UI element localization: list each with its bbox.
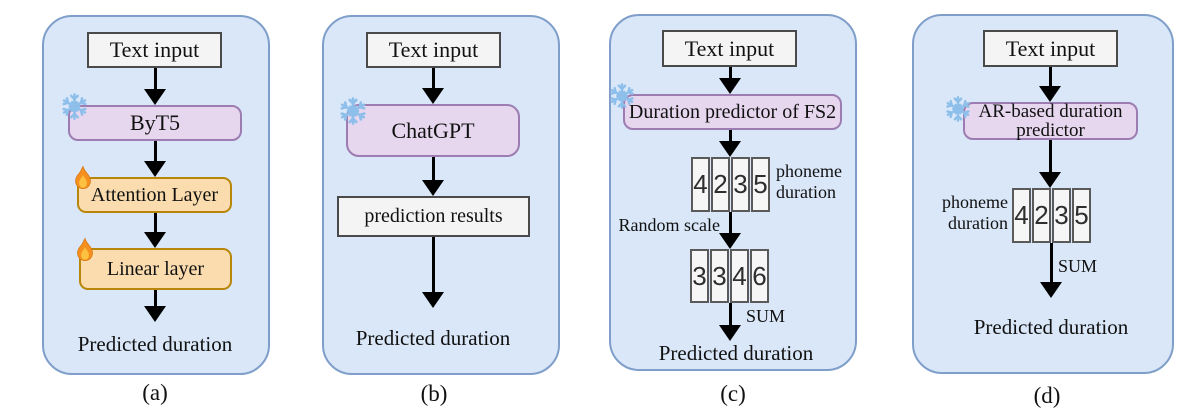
duration-cell: 2 — [1032, 188, 1051, 243]
phoneme-duration-cells: 4 2 3 5 — [1012, 188, 1091, 243]
arrow-down-icon — [143, 213, 167, 248]
duration-cell: 5 — [1072, 188, 1091, 243]
arrow-down-icon — [143, 68, 167, 105]
linear-layer-box: Linear layer — [79, 248, 232, 290]
duration-cell: 4 — [730, 249, 749, 303]
text-input-box-a: Text input — [87, 32, 222, 68]
predicted-duration-label: Predicted duration — [355, 326, 511, 350]
flame-icon — [77, 238, 93, 262]
snowflake-icon — [338, 96, 368, 126]
fs2-duration-predictor-box: Duration predictor of FS2 — [623, 94, 842, 130]
arrow-down-icon — [718, 67, 742, 94]
panel-caption-b: (b) — [420, 381, 448, 406]
panel-caption-a: (a) — [142, 380, 168, 405]
prediction-results-label: prediction results — [364, 205, 503, 227]
duration-cell: 4 — [1012, 188, 1031, 243]
phoneme-duration-cells: 4 2 3 5 — [691, 157, 770, 212]
arrow-down-icon — [718, 212, 742, 249]
predicted-duration-label: Predicted duration — [658, 341, 814, 365]
chatgpt-box: ChatGPT — [346, 104, 520, 157]
fs2-duration-predictor-label: Duration predictor of FS2 — [628, 100, 837, 123]
prediction-results-box: prediction results — [337, 196, 530, 237]
arrow-down-icon — [718, 303, 742, 341]
scaled-duration-cells: 3 3 4 6 — [690, 249, 769, 303]
arrow-down-icon — [421, 157, 445, 196]
duration-cell: 6 — [750, 249, 769, 303]
text-input-label: Text input — [1005, 35, 1096, 61]
arrow-down-icon — [143, 290, 167, 322]
ar-duration-predictor-label-line2: predictor — [1016, 120, 1085, 141]
phoneme-duration-label: phoneme duration — [942, 192, 1008, 233]
duration-cell: 3 — [690, 249, 709, 303]
snowflake-icon — [60, 92, 89, 121]
text-input-box-c: Text input — [662, 30, 797, 67]
text-input-label: Text input — [109, 37, 200, 63]
arrow-down-icon — [1038, 140, 1062, 188]
sum-label: SUM — [746, 306, 786, 326]
snowflake-icon — [944, 95, 972, 123]
flame-icon — [75, 166, 91, 190]
arrow-down-icon — [421, 237, 445, 308]
predicted-duration-label: Predicted duration — [77, 332, 233, 356]
arrow-down-icon — [1038, 67, 1062, 102]
duration-cell: 3 — [1052, 188, 1071, 243]
panel-caption-d: (d) — [1033, 383, 1061, 408]
panel-caption-c: (c) — [720, 381, 746, 406]
arrow-down-icon — [1039, 243, 1063, 298]
chatgpt-label: ChatGPT — [391, 117, 475, 143]
arrow-down-icon — [718, 130, 742, 157]
predicted-duration-label: Predicted duration — [973, 315, 1129, 339]
phoneme-duration-label: phoneme duration — [776, 161, 842, 202]
arrow-down-icon — [143, 141, 167, 177]
sum-label: SUM — [1058, 256, 1098, 276]
byt5-box: ByT5 — [68, 105, 242, 141]
snowflake-icon — [608, 82, 636, 110]
ar-duration-predictor-box: AR-based duration predictor — [963, 102, 1138, 140]
text-input-box-b: Text input — [366, 32, 501, 68]
duration-cell: 5 — [751, 157, 770, 212]
random-scale-label: Random scale — [618, 215, 720, 235]
duration-cell: 4 — [691, 157, 710, 212]
text-input-label: Text input — [388, 37, 479, 63]
duration-cell: 3 — [710, 249, 729, 303]
attention-layer-box: Attention Layer — [77, 177, 232, 213]
duration-cell: 2 — [711, 157, 730, 212]
text-input-box-d: Text input — [983, 30, 1118, 67]
arrow-down-icon — [421, 68, 445, 104]
text-input-label: Text input — [684, 35, 775, 61]
byt5-label: ByT5 — [129, 110, 181, 136]
linear-layer-label: Linear layer — [106, 257, 205, 280]
duration-cell: 3 — [731, 157, 750, 212]
ar-duration-predictor-label-line1: AR-based duration — [978, 101, 1123, 122]
attention-layer-label: Attention Layer — [90, 183, 219, 206]
